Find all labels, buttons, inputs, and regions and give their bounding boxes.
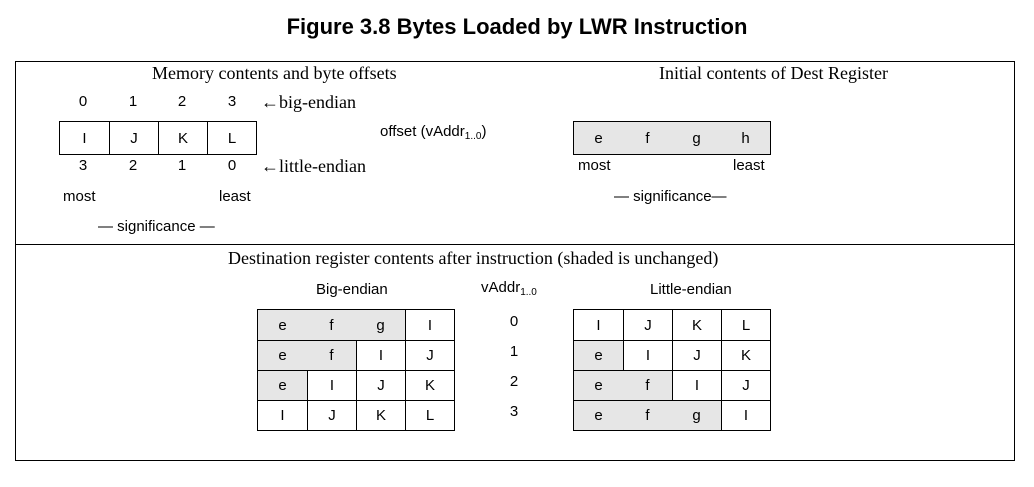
most-significance-label: most	[63, 188, 96, 205]
result-byte: J	[405, 341, 454, 370]
result-byte: I	[356, 341, 405, 370]
result-byte: e	[574, 371, 623, 400]
big-endian-offset: 1	[128, 93, 138, 110]
memory-bytes-row: I J K L	[59, 121, 257, 155]
result-byte: e	[574, 341, 623, 370]
result-byte: I	[307, 371, 356, 400]
result-byte: I	[280, 407, 285, 424]
result-byte: K	[405, 371, 454, 400]
result-byte: f	[307, 310, 356, 340]
register-byte: e	[574, 122, 623, 154]
result-byte: J	[307, 401, 356, 430]
initial-register-row: e f g h	[573, 121, 771, 155]
section-divider	[15, 244, 1015, 245]
big-endian-offset: 3	[227, 93, 237, 110]
result-byte: J	[356, 371, 405, 400]
significance-label: — significance —	[98, 218, 215, 235]
result-byte: L	[721, 310, 770, 340]
significance-label: — significance—	[614, 188, 727, 205]
result-byte: J	[672, 341, 721, 370]
little-endian-offset: 3	[78, 157, 88, 174]
register-byte: h	[721, 122, 770, 154]
register-byte: g	[672, 122, 721, 154]
memory-byte: J	[109, 122, 158, 154]
least-significance-label: least	[219, 188, 251, 205]
big-endian-column-label: Big-endian	[316, 281, 388, 298]
result-byte: K	[672, 310, 721, 340]
little-endian-offset: 1	[177, 157, 187, 174]
result-byte: e	[258, 341, 307, 370]
result-byte: L	[405, 401, 454, 430]
memory-byte: L	[207, 122, 256, 154]
figure-title: Figure 3.8 Bytes Loaded by LWR Instructi…	[286, 14, 748, 39]
result-byte: f	[307, 341, 356, 370]
vaddr-value: 0	[509, 313, 519, 330]
memory-byte: K	[158, 122, 207, 154]
result-byte: I	[672, 371, 721, 400]
result-byte: I	[596, 316, 601, 334]
result-heading: Destination register contents after inst…	[228, 248, 719, 268]
memory-byte: I	[82, 129, 87, 147]
register-byte: f	[623, 122, 672, 154]
diagram-frame	[15, 61, 1015, 461]
result-byte: J	[623, 310, 672, 340]
offset-label: offset (vAddr1..0)	[380, 123, 487, 142]
most-significance-label: most	[578, 157, 611, 174]
little-endian-label: ←little-endian	[261, 156, 366, 176]
little-endian-offset: 2	[128, 157, 138, 174]
result-byte: e	[574, 401, 623, 430]
big-endian-offset: 2	[177, 93, 187, 110]
result-byte: K	[356, 401, 405, 430]
result-byte: f	[623, 401, 672, 430]
vaddr-value: 1	[509, 343, 519, 360]
result-byte: I	[623, 341, 672, 370]
big-endian-label: ←big-endian	[261, 92, 356, 112]
result-byte: J	[721, 371, 770, 400]
little-endian-column-label: Little-endian	[650, 281, 732, 298]
result-byte: I	[405, 310, 454, 340]
result-byte: I	[721, 401, 770, 430]
least-significance-label: least	[733, 157, 765, 174]
vaddr-column-label: vAddr1..0	[481, 279, 537, 298]
vaddr-value: 2	[509, 373, 519, 390]
result-byte: f	[623, 371, 672, 400]
result-byte: e	[258, 371, 307, 400]
memory-heading: Memory contents and byte offsets	[152, 63, 397, 83]
dest-register-heading: Initial contents of Dest Register	[659, 63, 888, 83]
result-byte: g	[356, 310, 405, 340]
vaddr-value: 3	[509, 403, 519, 420]
result-byte: g	[672, 401, 721, 430]
big-endian-offset: 0	[78, 93, 88, 110]
result-byte: K	[721, 341, 770, 370]
result-byte: e	[258, 310, 307, 340]
little-endian-offset: 0	[227, 157, 237, 174]
